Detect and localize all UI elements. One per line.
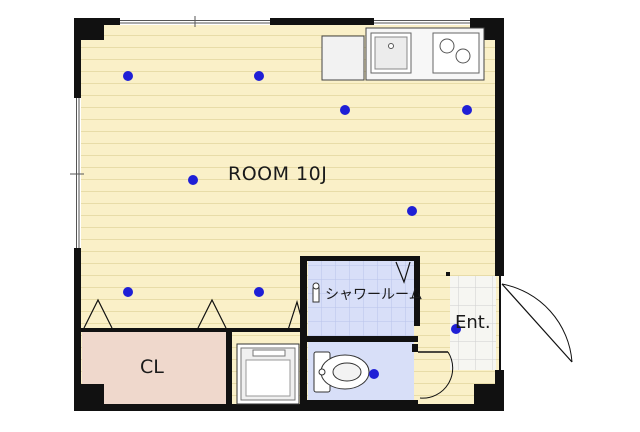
shower-head-icon — [312, 282, 320, 303]
shower-door — [395, 261, 411, 284]
top-right-window — [374, 18, 470, 25]
top-window — [120, 16, 270, 27]
toilet — [313, 351, 370, 393]
outlet-markers — [123, 71, 472, 379]
entrance-floor — [450, 276, 496, 370]
marker-dot — [123, 287, 133, 297]
closet-label: CL — [140, 356, 164, 378]
entrance-walls — [446, 272, 450, 276]
marker-dot — [254, 287, 264, 297]
wet-area-walls — [304, 256, 420, 406]
shower-floor — [308, 260, 414, 338]
marker-dot — [340, 105, 350, 115]
marker-dot — [462, 105, 472, 115]
marker-dot — [123, 71, 133, 81]
washer-area-walls — [232, 256, 307, 408]
toilet-door — [418, 351, 454, 399]
marker-dot — [451, 324, 461, 334]
entrance-label: Ent. — [455, 312, 491, 333]
marker-dot — [254, 71, 264, 81]
closet-floor — [82, 332, 228, 404]
washing-machine — [236, 343, 300, 405]
marker-dot — [369, 369, 379, 379]
shower-room-label: シャワールーム — [325, 287, 423, 303]
kitchen-counter — [321, 27, 485, 81]
closet-partition — [80, 298, 232, 408]
left-window — [70, 98, 84, 248]
marker-dot — [407, 206, 417, 216]
entrance-door — [499, 276, 573, 370]
room-name-label: ROOM 10J — [228, 163, 328, 185]
marker-dot — [188, 175, 198, 185]
